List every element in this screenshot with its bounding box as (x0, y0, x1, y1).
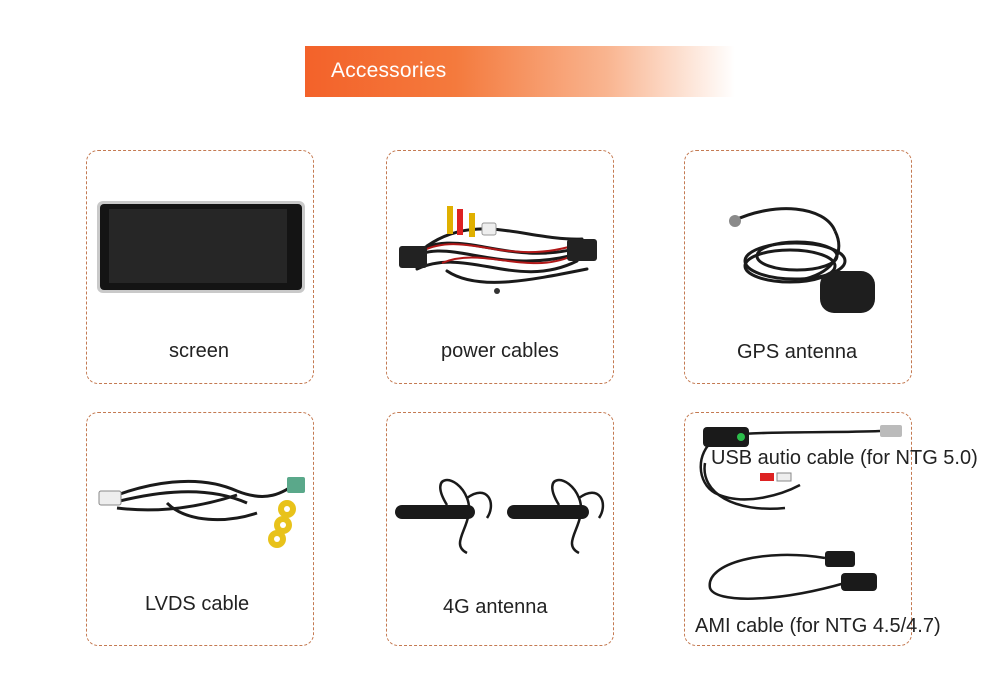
accessory-card-gps-antenna: GPS antenna (684, 150, 912, 384)
power-cables-image (399, 206, 597, 294)
accessory-label-usb-cable: USB autio cable (for NTG 5.0) (711, 447, 978, 469)
usb-cable-image (699, 425, 902, 600)
accessory-label-screen: screen (169, 340, 230, 362)
section-banner: Accessories (305, 46, 735, 97)
accessory-card-screen: screen (86, 150, 314, 384)
accessory-label-power-cables: power cables (441, 340, 559, 362)
accessory-card-4g-antenna: 4G antenna (386, 412, 614, 646)
screen-image (97, 201, 305, 293)
section-title: Accessories (331, 59, 447, 82)
lvds-cable-image (98, 477, 305, 548)
accessory-card-usb-ami-cables: USB autio cable (for NTG 5.0) AMI cable … (684, 412, 978, 646)
accessory-card-lvds-cable: LVDS cable (86, 412, 314, 646)
accessory-label-gps-antenna: GPS antenna (737, 341, 858, 363)
accessory-label-lvds-cable: LVDS cable (145, 593, 250, 615)
gps-antenna-image (729, 207, 875, 313)
4g-antenna-image (395, 478, 605, 555)
accessory-card-power-cables: power cables (386, 150, 614, 384)
accessory-label-4g-antenna: 4G antenna (443, 596, 548, 618)
accessory-label-ami-cable: AMI cable (for NTG 4.5/4.7) (695, 615, 941, 637)
